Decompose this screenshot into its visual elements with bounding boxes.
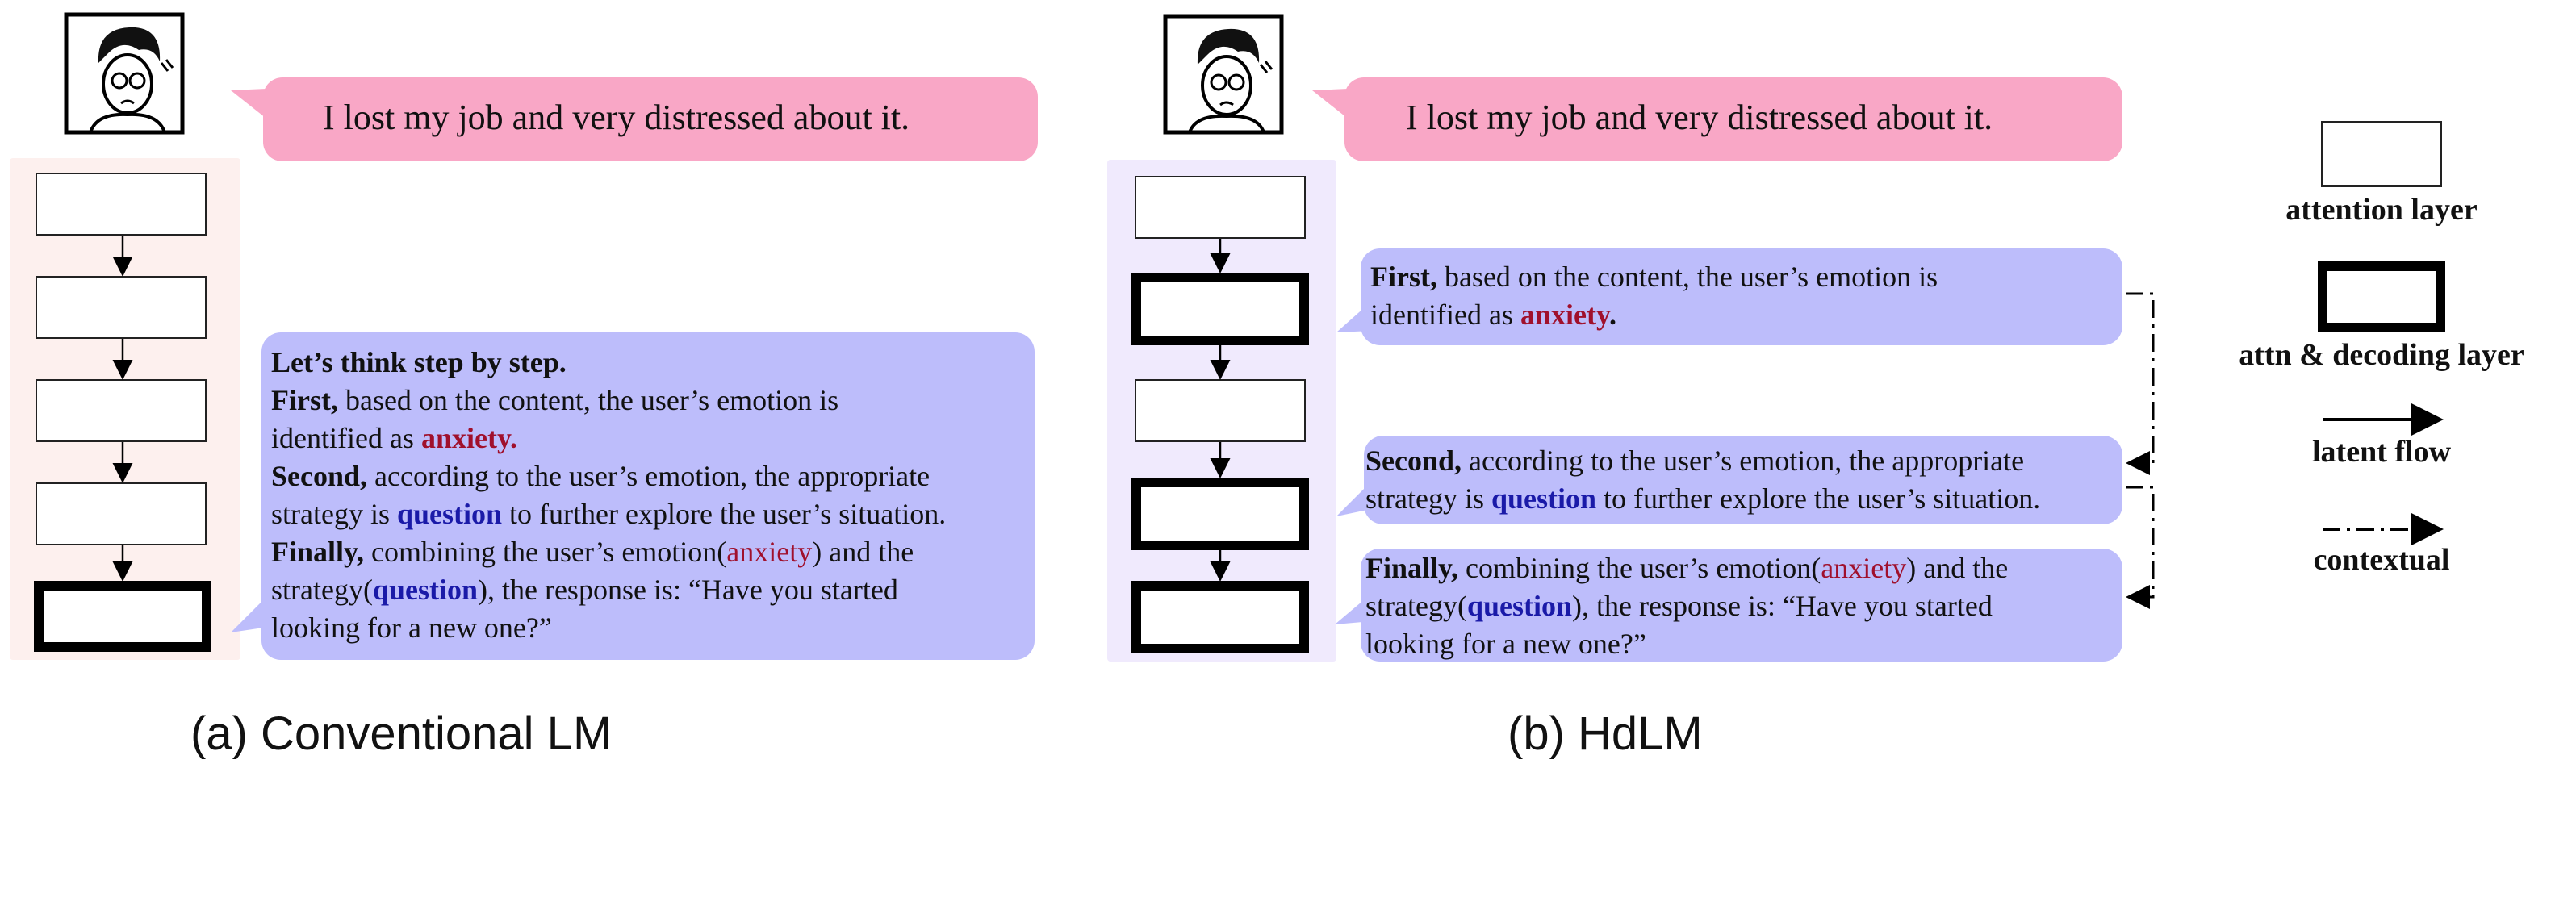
caption-b: (b) HdLM <box>1508 708 1703 760</box>
user-message-bubble-b <box>1344 77 2122 161</box>
step-first-line2-b: identified as anxiety. <box>1370 298 1616 331</box>
attention-layer-b1 <box>1135 176 1306 239</box>
step-final-line2-a: strategy(question), the response is: “Ha… <box>271 574 898 606</box>
step-final-line2-b: strategy(question), the response is: “Ha… <box>1365 590 1993 622</box>
legend-latent-flow-label: latent flow <box>2311 435 2452 469</box>
decoding-layer-b5 <box>1131 581 1309 653</box>
step-second-line2-b: strategy is question to further explore … <box>1365 482 2041 515</box>
step-first-line1-a: First, based on the content, the user’s … <box>271 384 839 416</box>
step-intro-a: Let’s think step by step. <box>271 346 567 378</box>
user-message-text-a: I lost my job and very distressed about … <box>323 98 910 137</box>
step-final-line3-b: looking for a new one?” <box>1365 628 1646 660</box>
caption-a: (a) Conventional LM <box>190 708 613 760</box>
step-bubble-final-b <box>1361 549 2122 662</box>
legend-attention-box <box>2321 121 2442 187</box>
decoding-layer-b2 <box>1131 273 1309 345</box>
step-final-line3-a: looking for a new one?” <box>271 612 552 644</box>
user-message-bubble-a <box>263 77 1038 161</box>
attention-layer-a2 <box>36 276 207 339</box>
step-second-line1-b: Second, according to the user’s emotion,… <box>1365 445 2025 477</box>
step-first-line2-a: identified as anxiety. <box>271 422 517 454</box>
step-second-line1-a: Second, according to the user’s emotion,… <box>271 460 930 492</box>
step-final-line1-b: Finally, combining the user’s emotion(an… <box>1365 552 2009 584</box>
decoding-layer-a5 <box>34 581 211 652</box>
step-final-line1-a: Finally, combining the user’s emotion(an… <box>271 536 914 568</box>
legend-decoding-label: attn & decoding layer <box>2239 338 2524 372</box>
decoding-layer-b4 <box>1131 478 1309 550</box>
attention-layer-a4 <box>36 482 207 545</box>
legend-decoding-box <box>2318 261 2445 332</box>
model-response-bubble-a <box>261 332 1035 660</box>
step-bubble-first-b <box>1361 248 2122 345</box>
step-first-line1-b: First, based on the content, the user’s … <box>1370 261 1938 293</box>
step-second-line2-a: strategy is question to further explore … <box>271 498 947 530</box>
legend-contextual-label: contextual <box>2313 543 2450 577</box>
attention-layer-a1 <box>36 173 207 236</box>
legend-attention-label: attention layer <box>2285 193 2478 227</box>
step-bubble-second-b <box>1364 436 2122 524</box>
attention-layer-b3 <box>1135 379 1306 442</box>
attention-layer-a3 <box>36 379 207 442</box>
user-message-text-b: I lost my job and very distressed about … <box>1406 98 1993 137</box>
